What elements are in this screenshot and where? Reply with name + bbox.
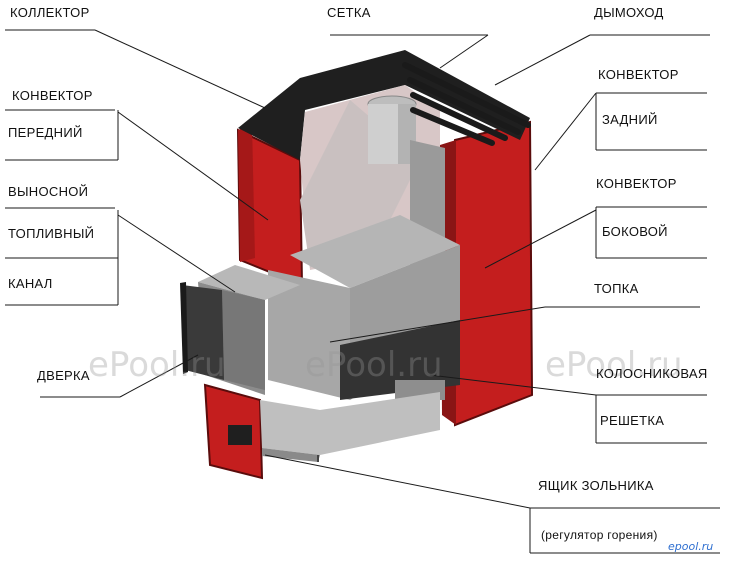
collector-top: [238, 50, 530, 160]
label-front-convector-1: КОНВЕКТОР: [12, 88, 93, 103]
label-fuel-channel-3: КАНАЛ: [8, 276, 53, 291]
label-ash-box-2: (регулятор горения): [541, 528, 658, 542]
leader-lines: [5, 29, 720, 554]
label-side-convector-2: БОКОВОЙ: [602, 224, 668, 239]
door: [182, 285, 224, 380]
stove-illustration: [180, 50, 534, 480]
watermark-2: ePool.ru: [305, 345, 443, 385]
label-rear-convector-1: КОНВЕКТОР: [598, 67, 679, 82]
label-grate-2: РЕШЕТКА: [600, 413, 665, 428]
watermark-1: ePool.ru: [88, 345, 226, 385]
ash-box: [260, 392, 440, 455]
label-rear-convector-2: ЗАДНИЙ: [602, 112, 658, 127]
label-collector: КОЛЛЕКТОР: [10, 5, 90, 20]
label-grid: СЕТКА: [327, 5, 371, 20]
firebox: [268, 270, 350, 400]
label-side-convector-1: КОНВЕКТОР: [596, 176, 677, 191]
watermark-3: ePool.ru: [545, 345, 683, 385]
label-ash-box-1: ЯЩИК ЗОЛЬНИКА: [538, 478, 654, 493]
label-fuel-channel-2: ТОПЛИВНЫЙ: [8, 226, 95, 241]
label-door: ДВЕРКА: [37, 368, 90, 383]
label-firebox: ТОПКА: [594, 281, 639, 296]
label-chimney: ДЫМОХОД: [594, 5, 664, 20]
fuel-channel: [198, 265, 300, 300]
label-front-convector-2: ПЕРЕДНИЙ: [8, 125, 83, 140]
label-fuel-channel-1: ВЫНОСНОЙ: [8, 184, 89, 199]
label-grate-1: КОЛОСНИКОВАЯ: [596, 366, 708, 381]
site-logo: epool.ru: [668, 540, 714, 553]
grid-bars: [402, 62, 531, 146]
